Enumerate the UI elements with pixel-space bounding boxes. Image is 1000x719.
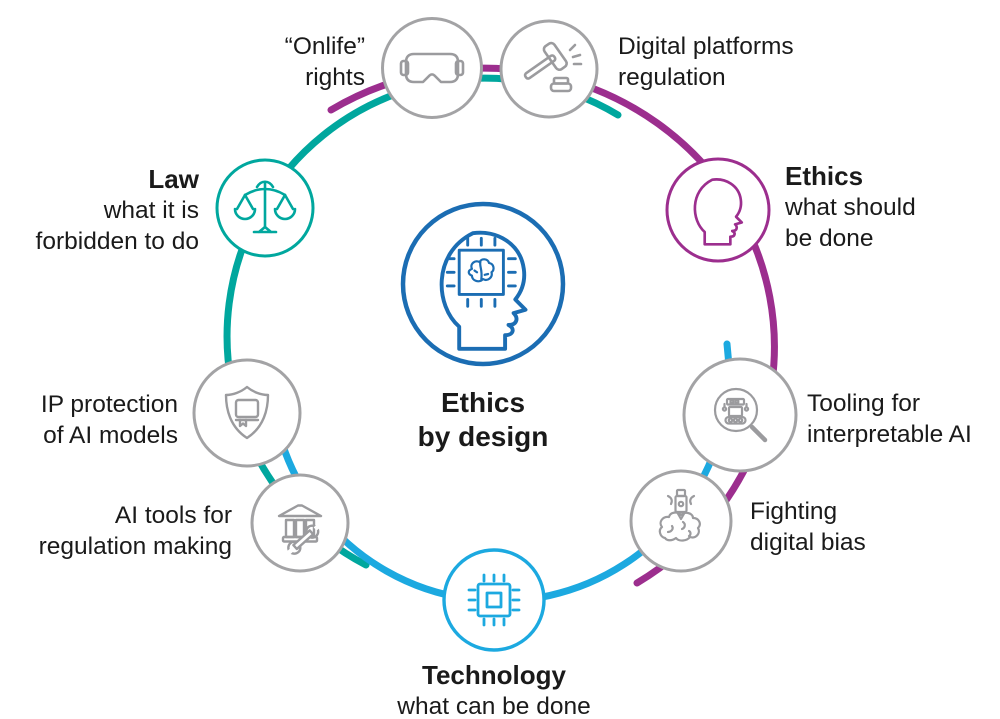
brain-debias-icon [658,488,701,542]
bank-wrench-icon [277,504,323,555]
head-chip-icon [439,230,528,351]
fighting-bias-node-circle [629,469,733,573]
fighting-bias-label-line2: digital bias [750,529,866,556]
center-circle [400,201,566,367]
chip-icon [467,573,521,627]
law-label: Law what it is forbidden to do [36,164,199,257]
onlife-label-line2: rights [305,64,365,91]
onlife-node-circle [381,17,483,119]
fighting-bias-label: Fighting digital bias [750,496,866,558]
law-label-title: Law [148,164,199,194]
law-label-line1: what it is [103,197,199,224]
digital-platforms-label-line2: regulation [618,64,726,91]
ip-protection-label-line1: IP protection [40,391,178,418]
robot-magnifier-icon [713,387,768,443]
technology-label-title: Technology [422,660,566,690]
digital-platforms-label: Digital platforms regulation [618,31,794,93]
ethics-label: Ethics what should be done [785,161,916,254]
ai-tools-label: AI tools for regulation making [39,500,232,562]
gavel-icon [523,41,583,93]
digital-platforms-node-circle [499,19,599,119]
center-title-line2: by design [417,421,549,452]
shield-book-icon [224,385,270,440]
ethics-node-circle [665,157,771,263]
tooling-label-line2: interpretable AI [807,421,972,448]
onlife-label: “Onlife” rights [285,31,365,93]
tooling-label-line1: Tooling for [807,390,921,417]
ai-tools-label-line1: AI tools for [114,502,232,529]
digital-platforms-label-line1: Digital platforms [618,33,794,60]
technology-node-circle [442,548,546,652]
ip-protection-label: IP protection of AI models [41,389,178,451]
ip-node-circle [192,358,302,468]
center-title: Ethics by design [333,386,633,454]
ethics-label-line2: be done [785,225,874,252]
ai-tools-node-circle [250,473,350,573]
onlife-label-line1: “Onlife” [284,33,365,60]
fighting-bias-label-line1: Fighting [750,498,838,525]
scales-icon [233,180,297,234]
technology-label: Technology what can be done [334,660,654,719]
head-profile-icon [693,178,744,246]
ethics-label-title: Ethics [785,161,864,191]
technology-label-line1: what can be done [397,693,591,719]
law-label-line2: forbidden to do [35,228,199,255]
tooling-label: Tooling for interpretable AI [807,388,972,450]
ethics-label-line1: what should [785,194,916,221]
ai-tools-label-line2: regulation making [38,533,232,560]
vr-goggles-icon [399,52,465,84]
ip-protection-label-line2: of AI models [43,422,178,449]
center-title-line1: Ethics [440,387,526,418]
